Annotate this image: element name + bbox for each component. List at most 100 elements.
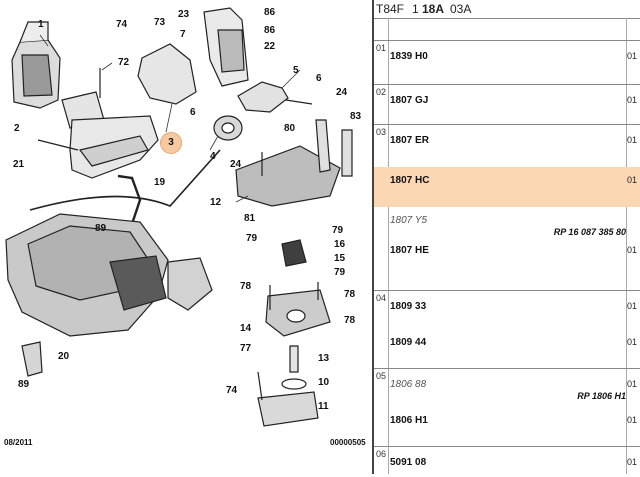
part-quantity: 01 — [627, 245, 638, 255]
callout-78-low[interactable]: 78 — [344, 315, 356, 326]
hose-19 — [117, 174, 142, 228]
part-number[interactable]: 5091 08 — [390, 457, 427, 468]
callout-81[interactable]: 81 — [244, 213, 256, 224]
group-number: 04 — [376, 293, 387, 303]
callout-83[interactable]: 83 — [350, 111, 362, 122]
part-quantity: 01 — [627, 379, 638, 389]
callout-74-low[interactable]: 74 — [226, 385, 238, 396]
callout-3-highlighted[interactable]: 3 — [160, 132, 182, 154]
mount-15 — [281, 239, 307, 267]
part-number[interactable]: 1807 HE — [390, 245, 429, 256]
exploded-diagram: 1 2 21 72 74 73 23 7 86 86 22 5 6 6 3 4 … — [4, 7, 366, 447]
panel-divider — [372, 0, 374, 474]
diagram-drawing — [5, 7, 353, 427]
callout-78-right[interactable]: 78 — [344, 289, 356, 300]
callout-22[interactable]: 22 — [264, 41, 276, 52]
part-number[interactable]: 1807 ER — [390, 135, 429, 146]
callout-5[interactable]: 5 — [293, 65, 299, 76]
callout-19[interactable]: 19 — [154, 177, 166, 188]
callout-20[interactable]: 20 — [58, 351, 70, 362]
callout-79-low[interactable]: 79 — [334, 267, 346, 278]
part-number[interactable]: 1809 33 — [390, 301, 427, 312]
washer-10 — [281, 378, 307, 390]
callout-10[interactable]: 10 — [318, 377, 330, 388]
torque-link — [237, 81, 289, 113]
group-number: 01 — [376, 43, 387, 53]
part-row[interactable]: 1809 33 01 — [374, 293, 640, 329]
callout-15[interactable]: 15 — [334, 253, 346, 264]
part-row[interactable]: 1807 HE 01 — [374, 237, 640, 265]
part-number[interactable]: 1807 GJ — [390, 95, 429, 106]
bracket-20 — [21, 341, 43, 377]
callout-7[interactable]: 7 — [180, 29, 186, 40]
part-number[interactable]: 1806 H1 — [390, 415, 428, 426]
part-quantity: 01 — [627, 51, 638, 61]
callout-13[interactable]: 13 — [318, 353, 330, 364]
replacement-ref[interactable]: RP 16 087 385 80 — [553, 227, 626, 237]
callout-86-top[interactable]: 86 — [264, 7, 276, 18]
callout-6-left[interactable]: 6 — [190, 107, 196, 118]
plate-number: 00000505 — [330, 438, 366, 447]
callout-4[interactable]: 4 — [210, 151, 216, 162]
callout-12[interactable]: 12 — [210, 197, 222, 208]
part-number[interactable]: 1807 HC — [390, 175, 430, 186]
group-number: 03 — [376, 127, 387, 137]
part-number[interactable]: 1839 H0 — [390, 51, 428, 62]
stud-13 — [289, 345, 299, 373]
header-suffix: 03A — [450, 2, 472, 16]
callout-78-left[interactable]: 78 — [240, 281, 252, 292]
callout-79-right[interactable]: 79 — [332, 225, 344, 236]
header-mid: 1 — [412, 2, 419, 16]
parts-header: T84F 1 18A 03A — [374, 0, 640, 19]
callout-74[interactable]: 74 — [116, 19, 128, 30]
header-prefix: T84F — [376, 2, 405, 16]
part-quantity: 01 — [627, 457, 638, 467]
callout-14[interactable]: 14 — [240, 323, 252, 334]
part-row[interactable]: 1807 GJ 01 — [374, 87, 640, 115]
callout-11[interactable]: 11 — [318, 401, 329, 412]
part-quantity: 01 — [627, 301, 638, 311]
part-quantity: 01 — [627, 95, 638, 105]
part-number[interactable]: 1806 88 — [390, 379, 427, 390]
callout-72[interactable]: 72 — [118, 57, 130, 68]
upper-bracket — [137, 43, 197, 105]
callout-80[interactable]: 80 — [284, 123, 296, 134]
part-row[interactable]: 1809 44 01 — [374, 329, 640, 365]
part-quantity: 01 — [627, 135, 638, 145]
callout-2[interactable]: 2 — [14, 123, 20, 134]
column-rule — [626, 18, 627, 474]
callout-77[interactable]: 77 — [240, 343, 252, 354]
part-row[interactable]: 1807 ER 01 — [374, 127, 640, 167]
callout-24-top[interactable]: 24 — [336, 87, 348, 98]
callout-89-top[interactable]: 89 — [95, 223, 107, 234]
callout-16[interactable]: 16 — [334, 239, 346, 250]
part-number[interactable]: 1807 Y5 — [390, 215, 428, 226]
callout-89-low[interactable]: 89 — [18, 379, 30, 390]
part-row-selected[interactable]: 1807 HC 01 — [374, 167, 640, 207]
part-row[interactable]: 1807 Y5 RP 16 087 385 80 — [374, 207, 640, 237]
callout-1[interactable]: 1 — [38, 19, 44, 30]
part-quantity: 01 — [627, 175, 638, 185]
callout-23[interactable]: 23 — [178, 9, 190, 20]
group-number: 02 — [376, 87, 387, 97]
replacement-ref[interactable]: RP 1806 H1 — [577, 391, 626, 401]
part-number[interactable]: 1809 44 — [390, 337, 427, 348]
column-rule — [388, 18, 389, 474]
callout-73[interactable]: 73 — [154, 17, 166, 28]
part-quantity: 01 — [627, 337, 638, 347]
callout-79-left[interactable]: 79 — [246, 233, 258, 244]
callout-6-right[interactable]: 6 — [316, 73, 322, 84]
callout-21[interactable]: 21 — [13, 159, 25, 170]
callout-24-left[interactable]: 24 — [230, 159, 242, 170]
callout-86-mid[interactable]: 86 — [264, 25, 276, 36]
part-row[interactable]: 5091 08 01 — [374, 449, 640, 477]
group-number: 06 — [376, 449, 387, 459]
